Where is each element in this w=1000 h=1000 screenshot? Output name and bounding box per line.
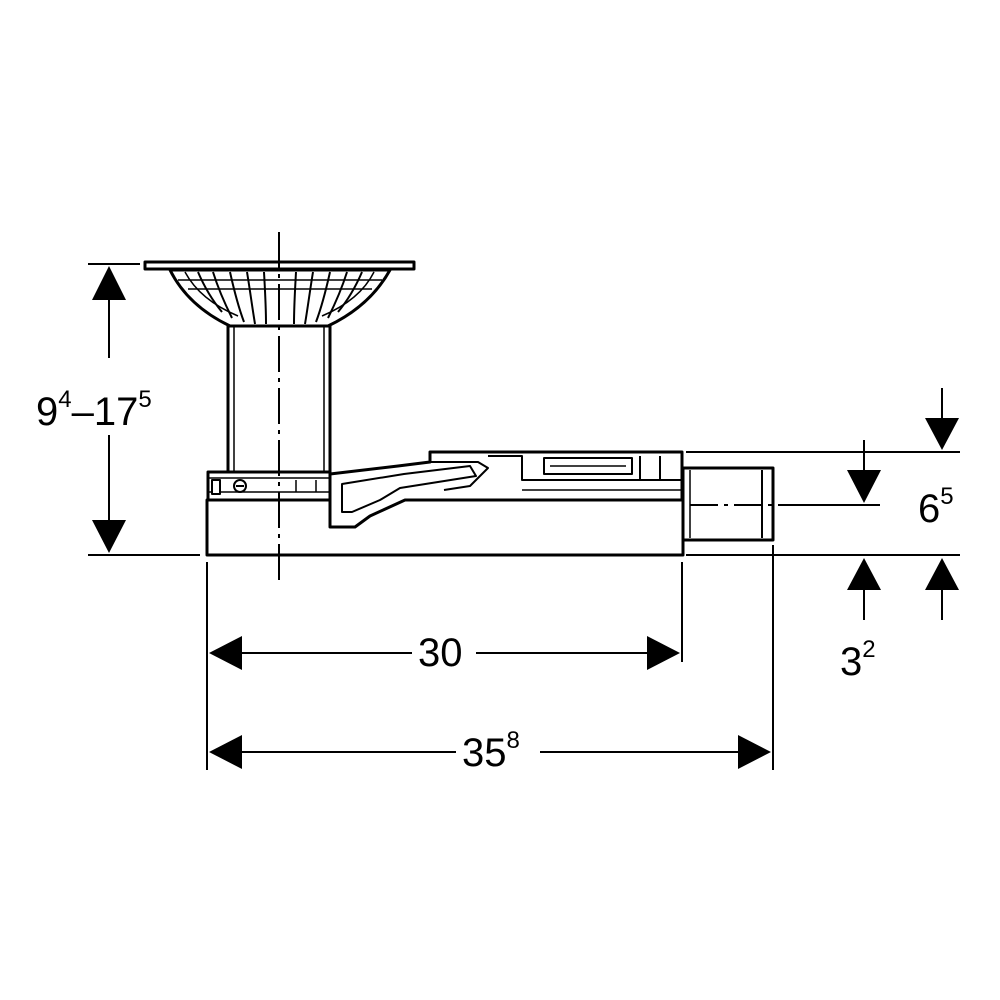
arrow-up-icon — [92, 266, 126, 300]
arrow-down-icon — [92, 520, 126, 553]
drain-body-drawing — [143, 260, 775, 557]
arrow-up-icon — [925, 558, 959, 590]
arrowheads — [92, 266, 959, 769]
outlet-offset-label: 32 — [840, 636, 876, 684]
clamp-ring — [206, 470, 332, 502]
arrow-right-icon — [738, 735, 771, 769]
arrow-up-icon — [847, 558, 881, 590]
center-lines — [278, 232, 790, 582]
drain-base-block — [205, 498, 685, 557]
arrow-left-icon — [209, 636, 242, 670]
arrow-down-icon — [847, 470, 881, 503]
arrow-down-icon — [925, 418, 959, 450]
outlet-height-label: 65 — [918, 483, 954, 531]
total-length-label: 358 — [462, 727, 520, 775]
arrow-right-icon — [647, 636, 680, 670]
arrow-left-icon — [209, 735, 242, 769]
dimension-lines — [88, 263, 960, 770]
height-range-label: 94–175 — [36, 386, 152, 434]
body-length-label: 30 — [418, 631, 463, 675]
